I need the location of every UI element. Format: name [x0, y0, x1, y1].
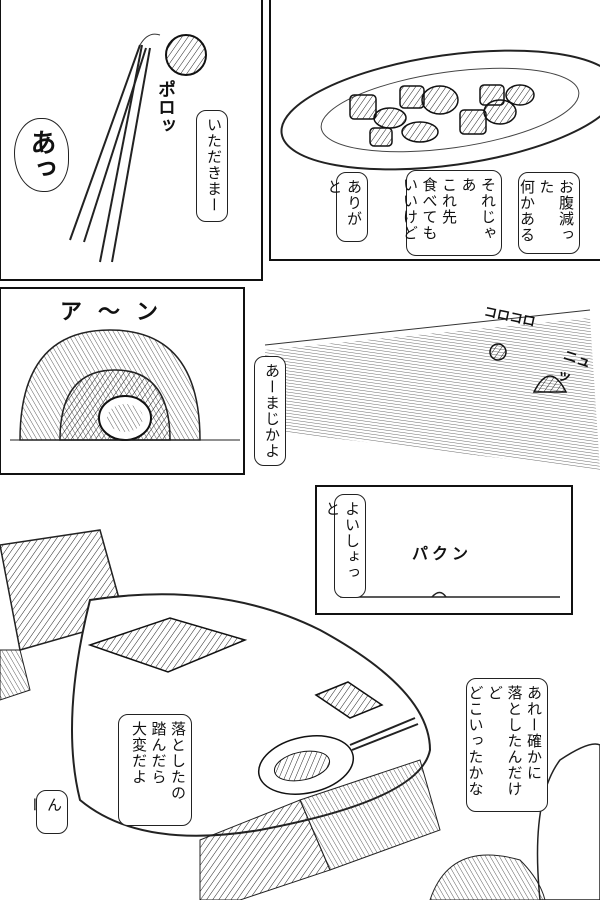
speech-bubble-hmm: んー [26, 790, 68, 834]
panel-2 [269, 0, 600, 261]
speech-bubble-yoisho: よいしょっと [324, 494, 366, 598]
speech-bubble-dont-step: 落としたの 踏んだら 大変だよ [118, 714, 192, 826]
speech-bubble-where-did-it-go: あれー確かに 落としたんだけど どこいったかな [466, 678, 548, 812]
aan-sfx: ア〜ン [60, 300, 175, 325]
speech-bubble-itadakima: いただきまー [196, 110, 228, 222]
speech-bubble-eat-first: それじゃあ これ先 食べても いいけど [401, 170, 502, 256]
panel-1 [0, 0, 263, 281]
panel-3 [0, 287, 245, 475]
panel-4 [264, 309, 600, 470]
speech-bubble-seriously: あーまじかよ [254, 356, 286, 466]
speech-bubble-hungry: お腹減った 何かある [518, 172, 580, 254]
speech-bubble-thanks: ありがと [326, 172, 368, 242]
exclaim-sfx: あっ [14, 118, 69, 192]
panel-5 [315, 485, 573, 615]
drop-sfx: ポロッ [155, 80, 176, 134]
pakun-sfx: パクン [412, 544, 473, 563]
